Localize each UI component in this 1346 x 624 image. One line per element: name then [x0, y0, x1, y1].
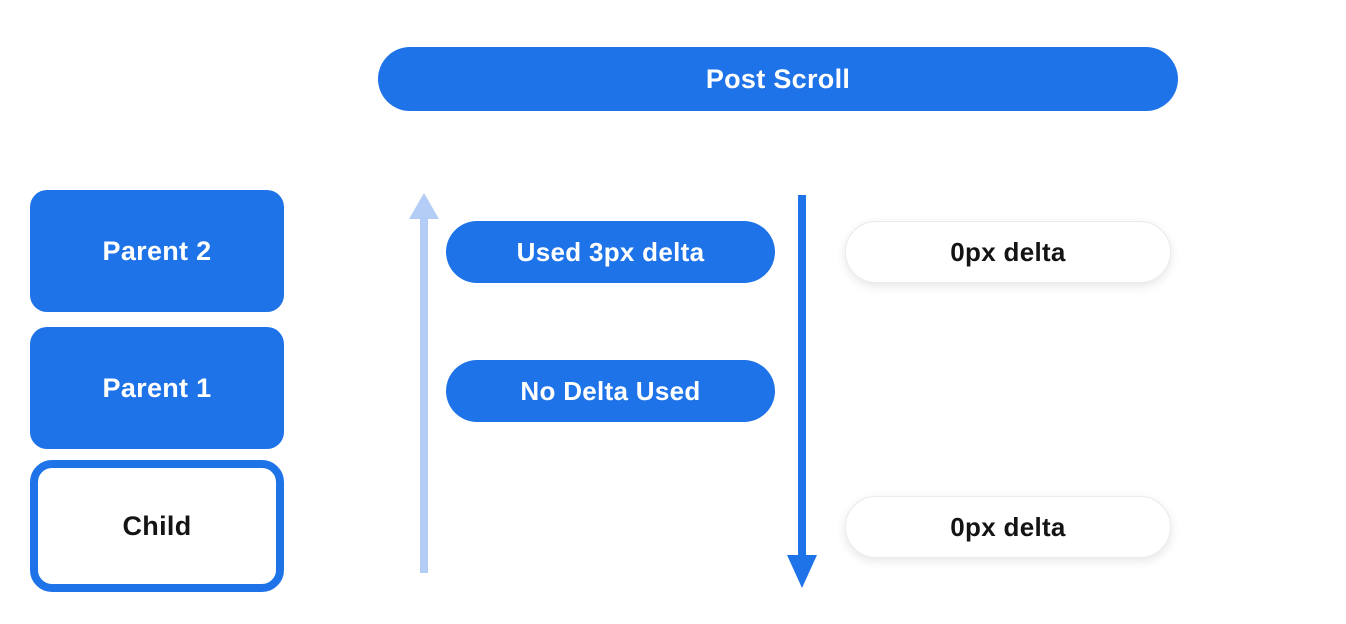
- down-arrow-shaft: [798, 195, 806, 557]
- no-delta-used-label: No Delta Used: [520, 375, 701, 406]
- post-scroll-banner-label: Post Scroll: [705, 63, 851, 94]
- parent-1-box: Parent 1: [30, 327, 284, 449]
- down-arrow-icon: [787, 195, 817, 588]
- no-delta-used-pill: No Delta Used: [446, 360, 775, 422]
- child-label: Child: [122, 510, 192, 541]
- parent-2-box: Parent 2: [30, 190, 284, 312]
- zero-delta-pill-bottom: 0px delta: [845, 496, 1171, 558]
- up-arrow-shaft: [420, 213, 428, 573]
- parent-2-label: Parent 2: [102, 235, 212, 266]
- post-scroll-banner: Post Scroll: [378, 47, 1178, 111]
- down-arrowhead: [787, 555, 817, 588]
- up-arrow-icon: [409, 193, 439, 581]
- zero-delta-bottom-label: 0px delta: [950, 511, 1066, 542]
- used-3px-delta-label: Used 3px delta: [516, 236, 705, 267]
- parent-1-label: Parent 1: [102, 372, 212, 403]
- used-3px-delta-pill: Used 3px delta: [446, 221, 775, 283]
- zero-delta-top-label: 0px delta: [950, 236, 1066, 267]
- zero-delta-pill-top: 0px delta: [845, 221, 1171, 283]
- child-box: Child: [30, 460, 284, 592]
